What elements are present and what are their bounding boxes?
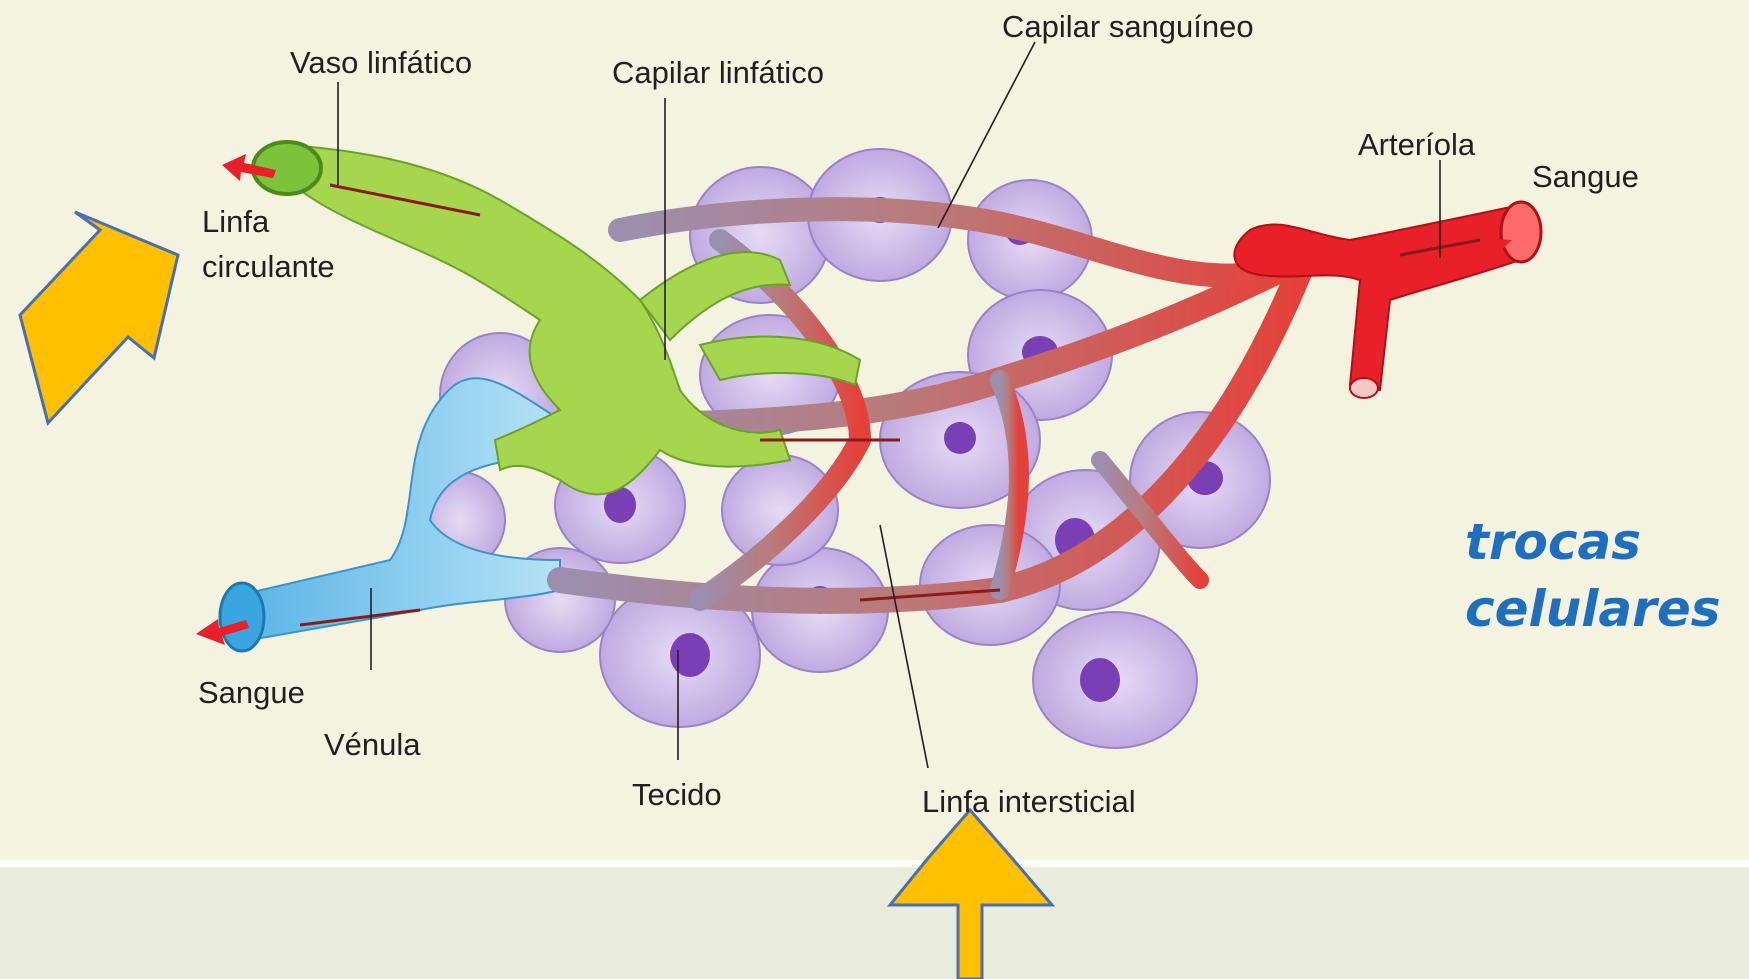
footer-band <box>0 867 1749 979</box>
label-capilar-linfatico: Capilar linfático <box>612 55 824 90</box>
blood-out-arrow-icon <box>196 619 249 645</box>
label-sangue-in: Sangue <box>1532 159 1639 194</box>
yellow-pointer-arrow-icon <box>886 807 1056 979</box>
label-vaso-linfatico: Vaso linfático <box>290 45 473 80</box>
callout-celulares: celulares <box>1465 580 1721 638</box>
callout-trocas: trocas <box>1465 513 1642 571</box>
leader-lines <box>337 41 1441 769</box>
arteriole-opening <box>1499 200 1543 264</box>
cell-nucleus <box>670 633 710 677</box>
lymph-vessel <box>251 140 862 496</box>
label-circulante: circulante <box>202 249 335 284</box>
arteriole <box>1233 200 1543 399</box>
label-venula: Vénula <box>324 727 421 762</box>
cell-nucleus <box>944 422 976 454</box>
label-capilar-sanguineo: Capilar sanguíneo <box>1002 9 1254 44</box>
cell-nucleus <box>1080 658 1120 702</box>
yellow-pointer-arrow-icon <box>18 210 180 427</box>
blood-in-arrow-icon <box>1468 238 1512 262</box>
label-linfa-intersticial: Linfa intersticial <box>922 784 1136 819</box>
venule <box>218 377 561 653</box>
cell-nucleus <box>604 487 636 523</box>
arteriole-branch-opening <box>1349 377 1379 399</box>
lymph-out-arrow-icon <box>222 154 276 181</box>
label-sangue-out: Sangue <box>198 675 305 710</box>
pointer-arrows <box>18 210 1056 979</box>
venule-opening <box>218 581 266 653</box>
label-tecido: Tecido <box>632 777 722 812</box>
label-linfa: Linfa <box>202 204 270 239</box>
label-arteriola: Arteríola <box>1358 127 1476 162</box>
flow-direction-arrows <box>196 154 1512 645</box>
footer-divider <box>0 860 1749 867</box>
